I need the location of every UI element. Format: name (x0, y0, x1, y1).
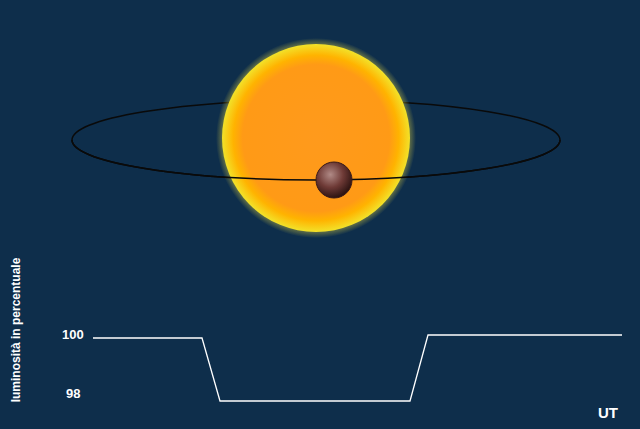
axis-value: 98 (66, 386, 80, 401)
star-glow (216, 38, 416, 238)
axis-unit: UT (598, 404, 618, 421)
axis-title: luminosità in percentuale (9, 258, 23, 403)
planet (316, 162, 352, 198)
orbit-front (72, 140, 560, 180)
axis-value: 100 (62, 327, 84, 342)
star (222, 44, 410, 232)
light-curve (93, 335, 622, 401)
